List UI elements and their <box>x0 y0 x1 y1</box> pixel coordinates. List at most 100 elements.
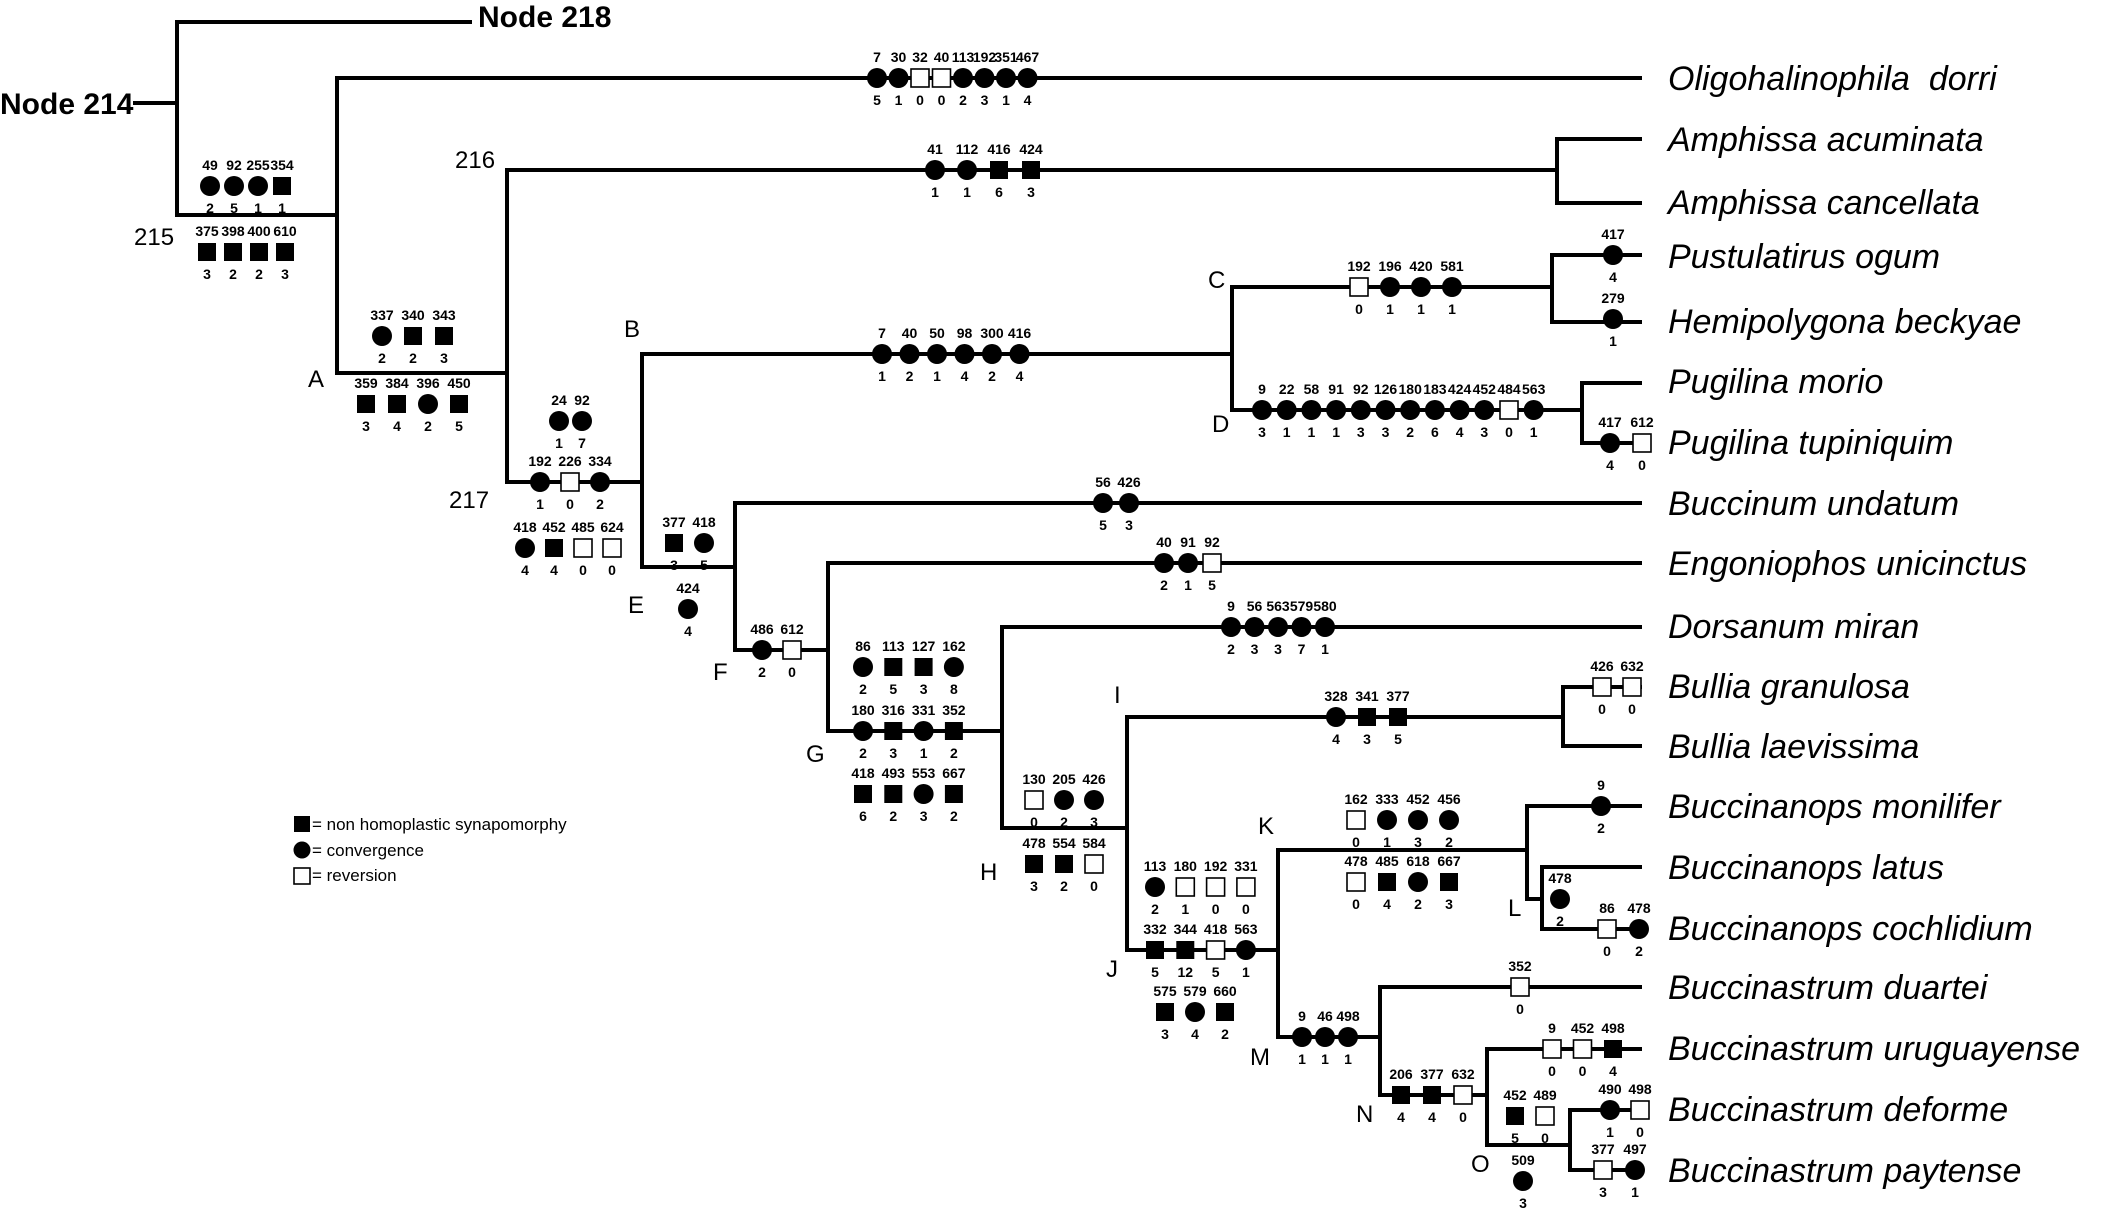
node-label-H: H <box>980 859 997 886</box>
character-number: 192 <box>528 453 552 469</box>
branches <box>133 20 1642 1172</box>
synapomorphy-square-icon <box>944 785 963 803</box>
character-state: 3 <box>362 418 370 434</box>
character-state: 3 <box>1161 1026 1169 1042</box>
convergence-circle-icon <box>1550 889 1570 909</box>
taxon-label: Buccinanops latus <box>1668 849 1944 887</box>
character-number: 498 <box>1336 1008 1360 1024</box>
character-number: 337 <box>370 307 394 323</box>
character-markers: 7530132040011321923351146744111121416642… <box>195 49 1654 1208</box>
taxon-label: Buccinanops monilifer <box>1668 788 2002 826</box>
character-state: 1 <box>278 200 286 216</box>
character-state: 4 <box>1332 731 1340 747</box>
synapomorphy-square-icon <box>198 243 216 261</box>
character-number: 486 <box>750 621 774 637</box>
character-number: 553 <box>912 765 936 781</box>
character-state: 0 <box>1459 1109 1467 1125</box>
reversion-square-icon <box>602 538 622 558</box>
node-label-D: D <box>1212 411 1229 438</box>
character-number: 352 <box>942 702 966 718</box>
character-marker: 301 <box>888 49 909 108</box>
character-marker: 565 <box>1093 474 1113 533</box>
taxon-label: Pugilina morio <box>1668 363 1883 401</box>
convergence-circle-icon <box>1523 400 1544 420</box>
character-state: 0 <box>1090 878 1098 894</box>
character-state: 1 <box>1530 424 1538 440</box>
branch-node218 <box>175 20 472 105</box>
reversion-square-icon <box>1622 677 1642 697</box>
character-state: 5 <box>1511 1130 1519 1146</box>
character-number: 351 <box>994 49 1018 65</box>
character-state: 1 <box>895 92 903 108</box>
character-number: 478 <box>1548 870 1572 886</box>
character-state: 3 <box>1274 641 1282 657</box>
convergence-circle-icon <box>1350 400 1371 420</box>
legend-label-open: = reversion <box>312 866 397 885</box>
character-marker: 581 <box>1301 381 1322 440</box>
character-state: 0 <box>1355 301 1363 317</box>
character-state: 5 <box>1394 731 1402 747</box>
synapomorphy-square-icon <box>250 243 268 261</box>
character-number: 56 <box>1247 598 1263 614</box>
character-number: 206 <box>1389 1066 1413 1082</box>
convergence-circle-icon <box>1326 707 1346 727</box>
convergence-circle-icon <box>515 538 535 558</box>
character-state: 3 <box>1357 424 1365 440</box>
convergence-circle-icon <box>853 657 873 677</box>
reversion-square-icon <box>1632 433 1652 453</box>
character-number: 490 <box>1598 1081 1622 1097</box>
character-state: 3 <box>1090 814 1098 830</box>
character-number: 49 <box>202 157 218 173</box>
character-state: 0 <box>566 496 574 512</box>
character-state: 1 <box>1631 1184 1639 1200</box>
character-state: 2 <box>596 496 604 512</box>
convergence-circle-icon <box>530 472 550 492</box>
character-number: 316 <box>882 702 906 718</box>
branch-amphissa <box>1555 137 1642 205</box>
convergence-circle-icon <box>1338 1027 1358 1047</box>
character-state: 1 <box>555 435 563 451</box>
character-number: 130 <box>1022 771 1046 787</box>
character-marker: 501 <box>927 325 947 384</box>
character-marker: 927 <box>572 392 592 451</box>
taxon-label: Amphissa cancellata <box>1666 184 1980 222</box>
character-number: 563 <box>1234 921 1258 937</box>
character-number: 180 <box>851 702 875 718</box>
character-number: 418 <box>692 514 716 530</box>
reversion-square-icon <box>1453 1085 1473 1105</box>
character-state: 1 <box>1606 1124 1614 1140</box>
character-state: 4 <box>1428 1109 1436 1125</box>
convergence-circle-icon <box>957 160 977 180</box>
convergence-circle-icon <box>590 472 610 492</box>
character-marker: 911 <box>1178 534 1198 593</box>
character-number: 343 <box>432 307 456 323</box>
character-state: 1 <box>1386 301 1394 317</box>
taxon-label: Buccinum undatum <box>1668 485 1959 523</box>
character-number: 624 <box>600 519 624 535</box>
character-number: 92 <box>1353 381 1369 397</box>
character-number: 332 <box>1143 921 1167 937</box>
synapomorphy-square-icon <box>1604 1040 1622 1058</box>
synapomorphy-square-icon <box>357 395 375 413</box>
character-state: 1 <box>1383 834 1391 850</box>
character-state: 4 <box>684 623 692 639</box>
reversion-square-icon <box>1535 1106 1555 1126</box>
